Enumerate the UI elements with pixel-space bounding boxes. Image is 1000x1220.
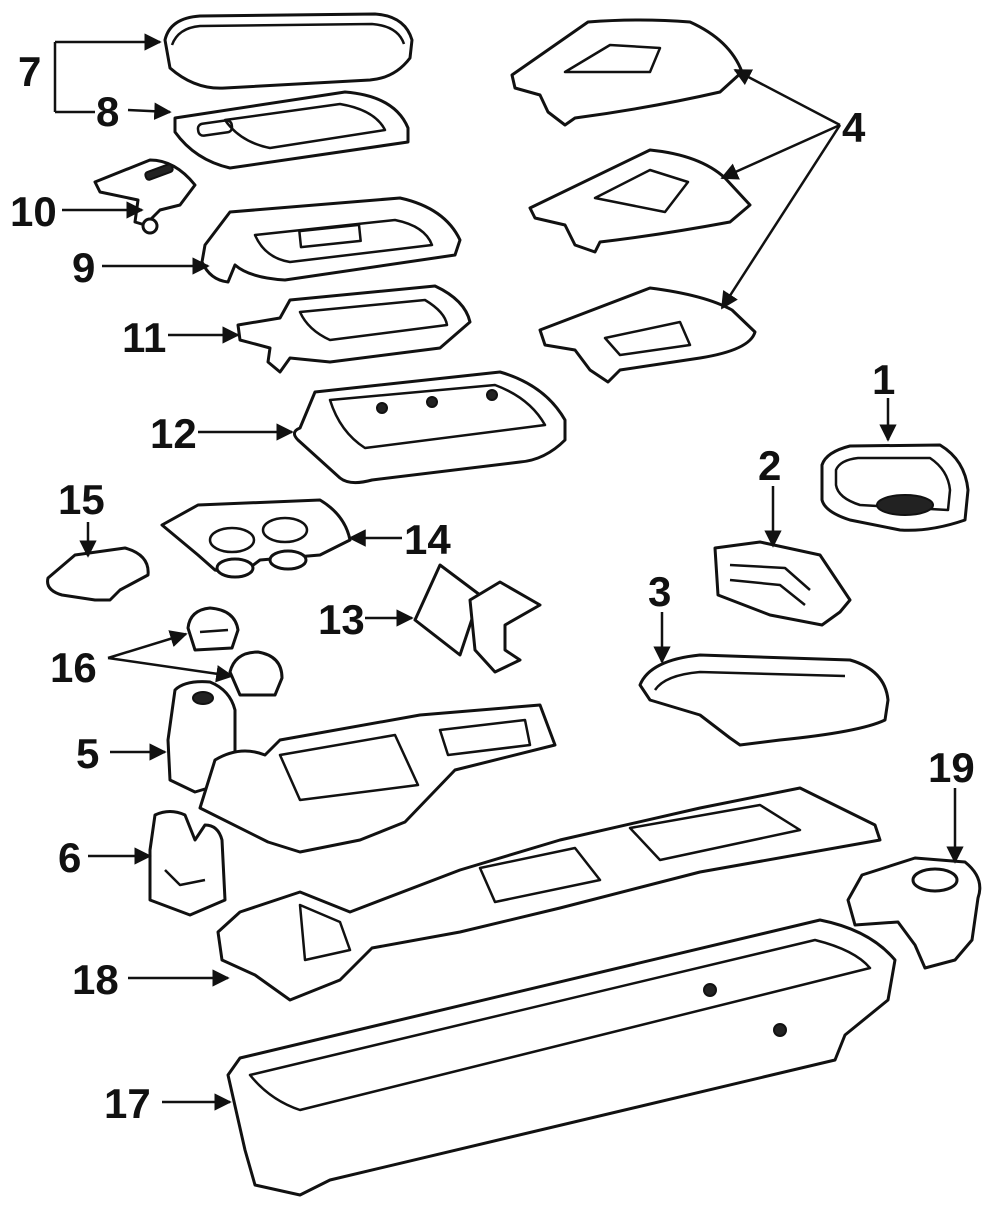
callout-5: 5	[76, 730, 99, 777]
part-10-latch-bracket	[93, 158, 197, 235]
callout-16: 16	[50, 644, 97, 691]
callout-4: 4	[842, 104, 866, 151]
part-8-lid-panel	[173, 90, 410, 170]
part-1-rear-bezel	[820, 443, 970, 532]
part-6-shifter-bracket	[148, 810, 227, 917]
part-15-clip-cap	[46, 546, 150, 602]
part-9-lid-frame	[200, 196, 462, 284]
part-4-cover-upper	[510, 18, 744, 127]
part-18-console-frame	[216, 786, 882, 1002]
callout-12: 12	[150, 410, 197, 457]
part-3-armrest-lid	[638, 653, 890, 747]
callout-11: 11	[122, 314, 166, 361]
callout-10: 10	[10, 188, 57, 235]
part-2-vent	[713, 540, 852, 627]
part-16-plugs	[186, 606, 284, 697]
part-7-armrest-pad	[163, 12, 414, 90]
part-14-cup-holder-insert	[160, 498, 352, 579]
part-17-lower-tray	[226, 918, 897, 1197]
callout-9: 9	[72, 244, 95, 291]
part-4-cover-lower	[538, 286, 757, 384]
callout-6: 6	[58, 834, 81, 881]
callout-19: 19	[928, 744, 975, 791]
part-11-hinge-tray	[236, 284, 472, 374]
center-console-top	[198, 703, 557, 854]
callout-8: 8	[96, 88, 119, 135]
part-13-bracket	[413, 563, 542, 674]
callout-17: 17	[104, 1080, 151, 1127]
callout-13: 13	[318, 596, 365, 643]
part-19-rear-bracket	[846, 856, 982, 970]
part-4-cover-middle	[528, 148, 752, 254]
callout-7: 7	[18, 48, 41, 95]
leader-lines	[53, 33, 964, 1111]
callout-14: 14	[404, 516, 451, 563]
part-12-storage-bin	[293, 370, 567, 485]
callout-2: 2	[758, 442, 781, 489]
callout-3: 3	[648, 568, 671, 615]
callout-1: 1	[872, 356, 895, 403]
callout-18: 18	[72, 956, 119, 1003]
callout-15: 15	[58, 476, 105, 523]
